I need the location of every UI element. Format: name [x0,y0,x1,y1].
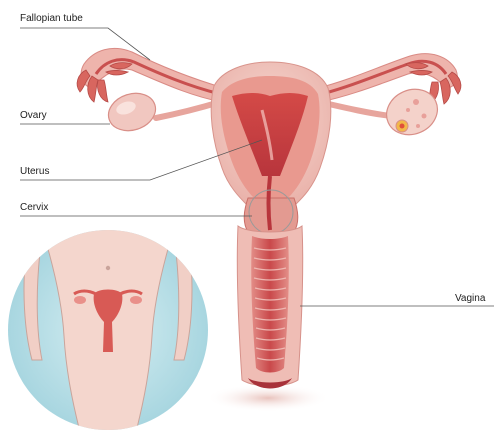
vagina-canal [251,236,289,373]
left-ovarian-ligament [156,102,220,118]
ovarian-follicle [416,124,420,128]
ovarian-follicle [406,108,410,112]
ovarian-follicle [413,99,419,105]
inset-right-ovary [130,296,142,304]
inset-body-view [8,222,208,432]
label-uterus: Uterus [20,166,49,178]
label-ovary: Ovary [20,110,47,122]
left-ovary [104,87,161,136]
inset-navel [106,266,110,270]
cervical-canal [269,176,271,230]
label-cervix: Cervix [20,202,48,214]
inset-left-ovary [74,296,86,304]
ovarian-follicle [422,114,427,119]
label-fallopian-tube: Fallopian tube [20,13,83,25]
inset-vagina [103,322,113,352]
label-vagina: Vagina [455,293,485,305]
ovarian-follicle [400,124,405,129]
